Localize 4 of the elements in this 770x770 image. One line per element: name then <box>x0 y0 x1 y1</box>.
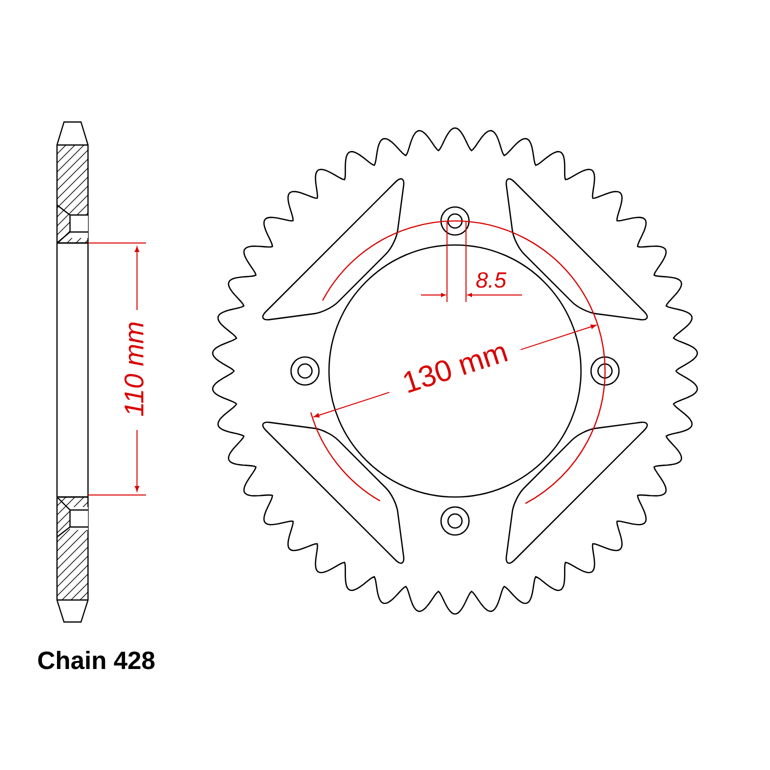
dimension-text: 130 mm <box>404 346 508 393</box>
dimension-text: 110 mm <box>124 322 144 416</box>
dimension-text: 8.5 <box>476 272 506 288</box>
chain-size-text: Chain 428 <box>38 650 154 670</box>
